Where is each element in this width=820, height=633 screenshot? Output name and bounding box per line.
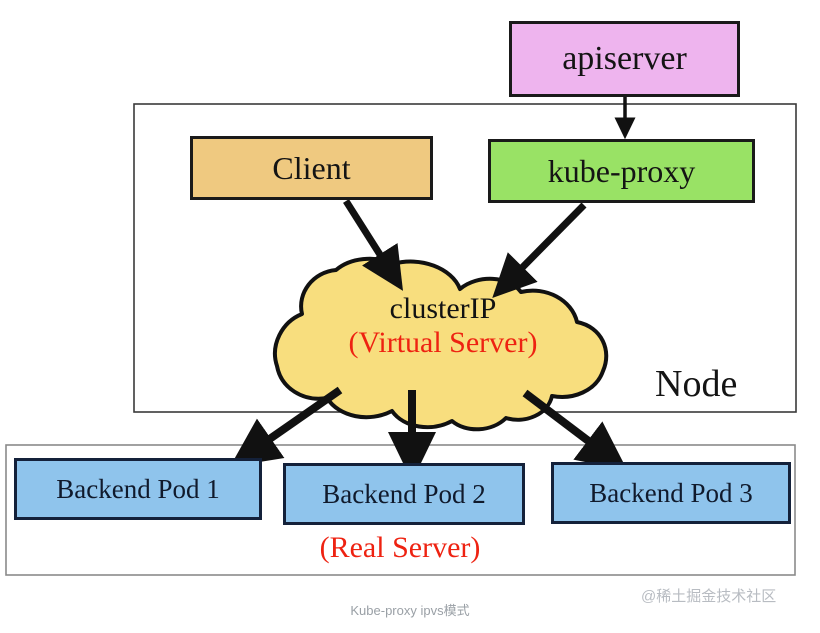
figure-caption: Kube-proxy ipvs模式 (350, 603, 470, 618)
kube-proxy-box[interactable]: kube-proxy (488, 139, 755, 203)
node-label: Node (655, 363, 738, 405)
edge-clusterip-to-pod-3 (522, 389, 628, 471)
backend-pod-3-label: Backend Pod 3 (589, 477, 753, 508)
real-server-label: (Real Server) (319, 531, 481, 564)
client-label: Client (272, 149, 351, 186)
backend-pod-2-box[interactable]: Backend Pod 2 (283, 463, 525, 525)
client-box[interactable]: Client (190, 136, 433, 200)
watermark-label: @稀土掘金技术社区 (641, 588, 777, 605)
edge-clusterip-to-pod-1 (229, 386, 343, 467)
backend-pod-3-box[interactable]: Backend Pod 3 (551, 462, 791, 524)
backend-pod-1-label: Backend Pod 1 (56, 473, 220, 504)
edge-client-to-clusterip (343, 199, 403, 291)
edge-kubeproxy-to-clusterip (492, 202, 587, 298)
apiserver-label: apiserver (562, 40, 687, 77)
backend-pod-2-label: Backend Pod 2 (322, 478, 486, 509)
backend-pod-1-box[interactable]: Backend Pod 1 (14, 458, 262, 520)
kube-proxy-label: kube-proxy (547, 152, 696, 189)
apiserver-box[interactable]: apiserver (509, 21, 740, 97)
